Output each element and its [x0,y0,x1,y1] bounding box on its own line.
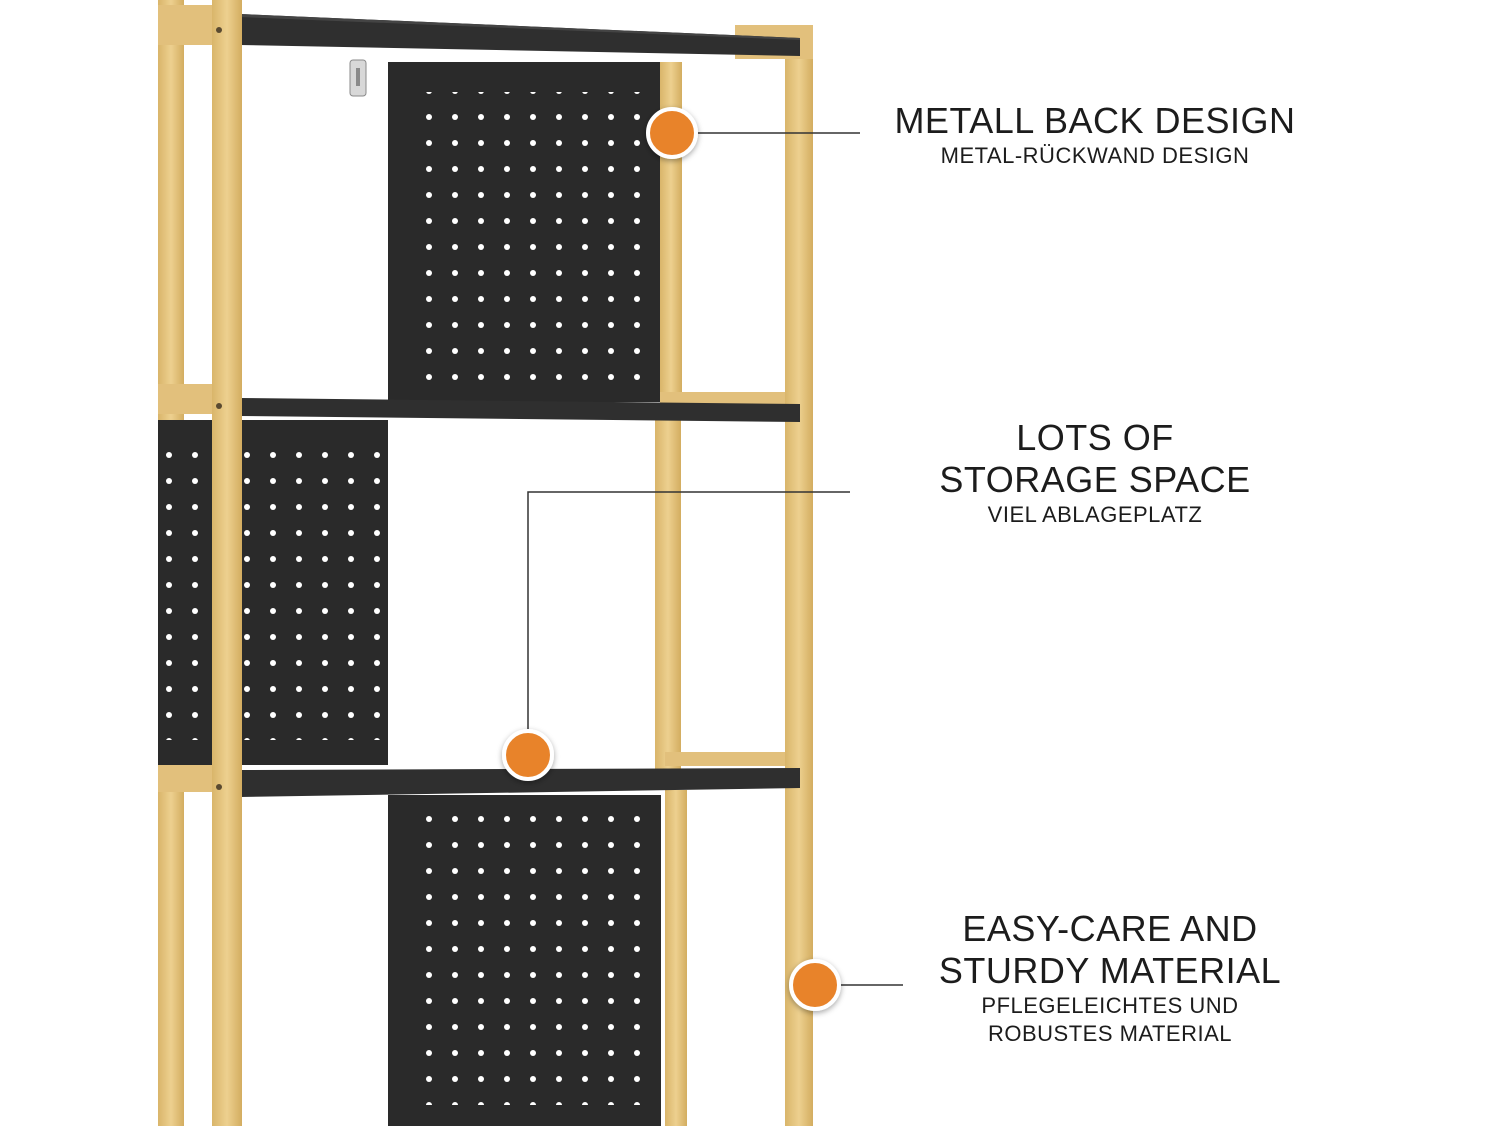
callout-title: STURDY MATERIAL [938,950,1282,991]
bottom-metal-panel [388,795,661,1126]
middle-shelf [240,398,800,422]
callout-metal-back: METALL BACK DESIGN METAL-RÜCKWAND DESIGN [880,100,1310,170]
front-left-post [212,0,242,1126]
callout-sturdy-material: EASY-CARE AND STURDY MATERIAL PFLEGELEIC… [910,908,1310,1048]
lower-shelf [240,768,800,797]
shelves [240,14,800,797]
marker-dot-3 [789,959,841,1011]
back-right-frame [655,62,795,1126]
markers [502,107,841,1011]
callout-subtitle: PFLEGELEICHTES UND [981,993,1239,1018]
callout-subtitle: METAL-RÜCKWAND DESIGN [940,143,1250,168]
leader-lines [527,132,903,986]
leader-line-2 [527,491,850,735]
callout-title: STORAGE SPACE [939,459,1251,500]
wall-bracket [349,59,367,97]
top-metal-panel [388,62,661,402]
callout-title: METALL BACK DESIGN [894,100,1296,141]
callout-title: LOTS OF [1016,417,1174,458]
callout-storage-space: LOTS OF STORAGE SPACE VIEL ABLAGEPLATZ [900,417,1290,529]
marker-dot-2 [502,729,554,781]
callout-subtitle: VIEL ABLAGEPLATZ [987,502,1203,527]
marker-dot-1 [646,107,698,159]
top-shelf [240,14,800,56]
left-metal-panel [158,420,388,765]
front-right-post [785,25,813,1126]
callout-subtitle: ROBUSTES MATERIAL [987,1021,1233,1046]
callout-title: EASY-CARE AND [962,908,1258,949]
